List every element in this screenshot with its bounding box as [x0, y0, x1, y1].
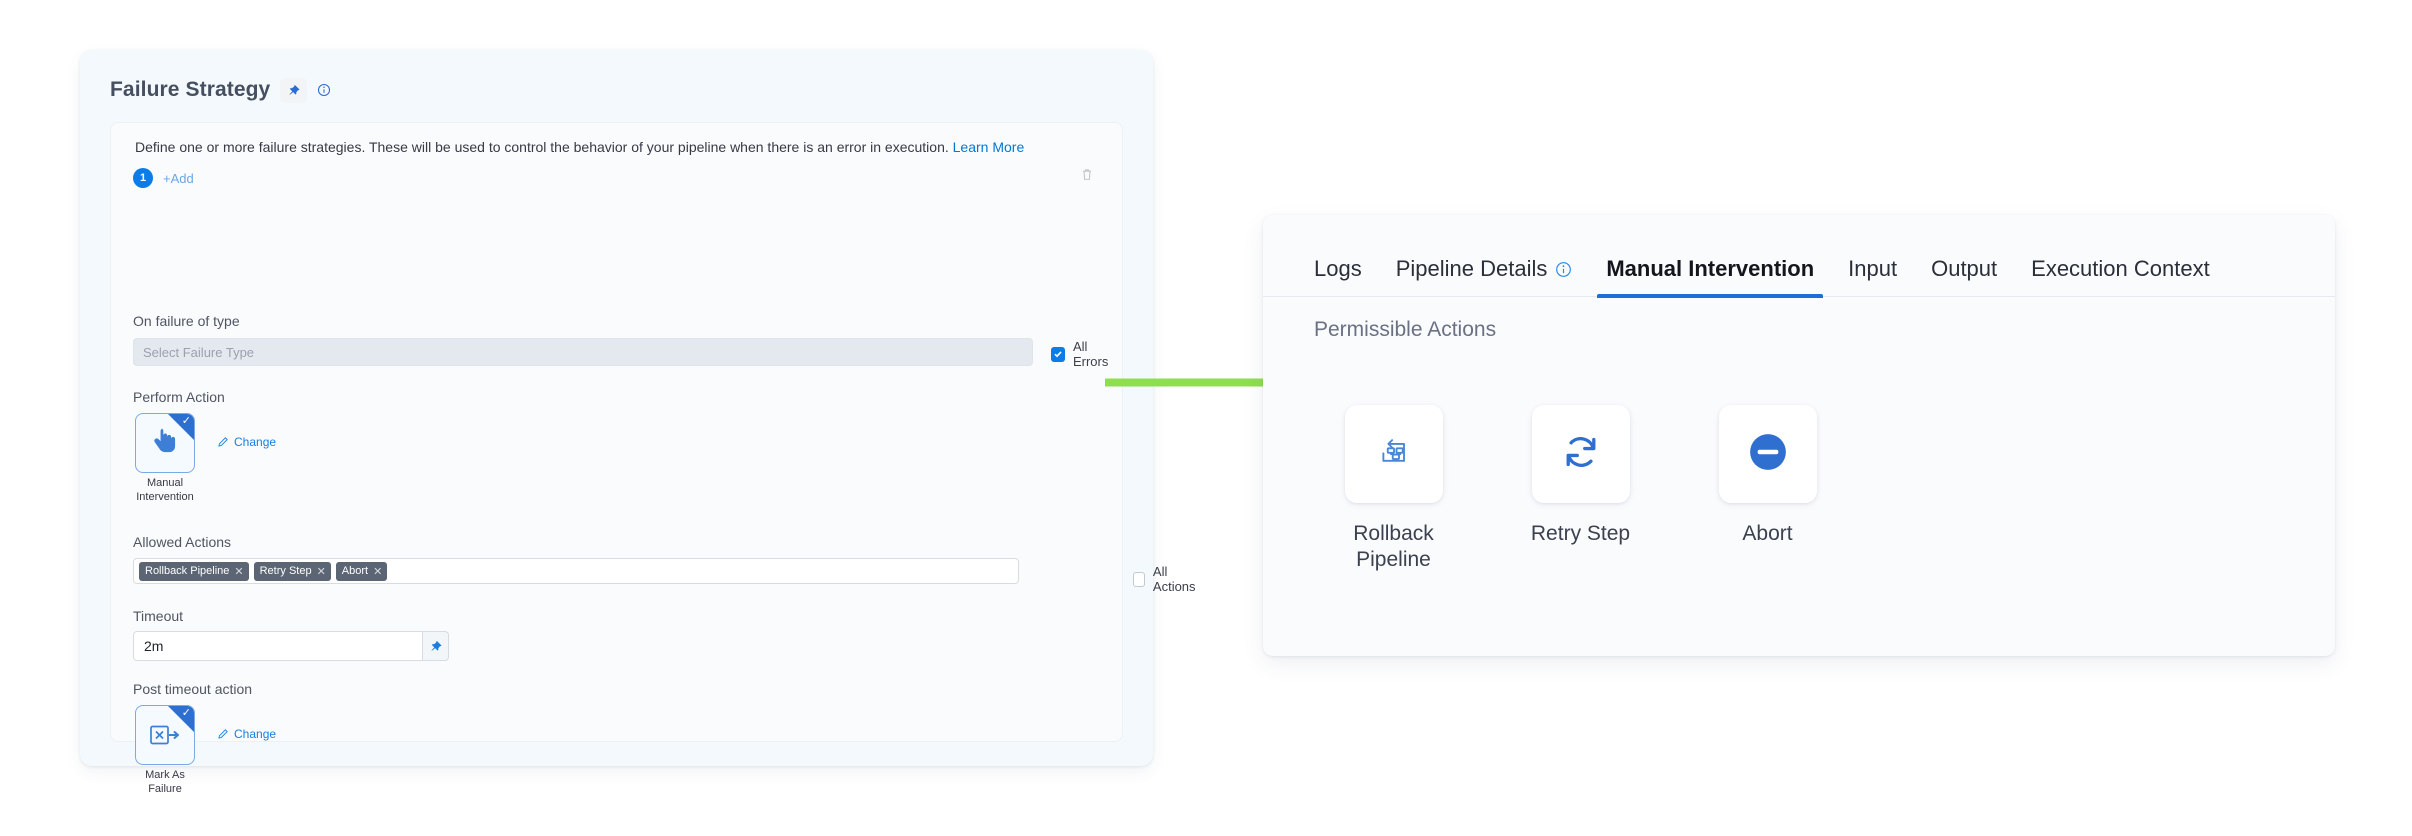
- tab-manual-intervention[interactable]: Manual Intervention: [1589, 256, 1831, 296]
- all-actions-checkbox[interactable]: [1133, 572, 1145, 587]
- timeout-label: Timeout: [133, 608, 183, 624]
- failure-strategy-header: Failure Strategy: [80, 50, 1153, 110]
- mark-as-failure-caption: Mark As Failure: [133, 769, 197, 797]
- permissible-actions-list: Rollback Pipeline Retry Step: [1300, 405, 1861, 574]
- abort-label: Abort: [1742, 521, 1792, 547]
- change-label: Change: [234, 435, 276, 449]
- permissible-action-rollback-pipeline[interactable]: Rollback Pipeline: [1300, 405, 1487, 574]
- manual-intervention-panel: Logs Pipeline Details Manual Interventio…: [1263, 215, 2335, 656]
- label-line-1: Retry Step: [1531, 521, 1630, 547]
- caption-line-2: Failure: [133, 783, 197, 797]
- trash-icon[interactable]: [1080, 167, 1094, 187]
- retry-step-tile[interactable]: [1532, 405, 1630, 503]
- pin-icon[interactable]: [280, 78, 307, 103]
- failure-type-select[interactable]: Select Failure Type: [133, 338, 1033, 366]
- allowed-actions-input[interactable]: Rollback Pipeline ✕ Retry Step ✕ Abort ✕: [133, 558, 1019, 584]
- tag-label: Retry Step: [260, 565, 312, 577]
- tab-input[interactable]: Input: [1831, 256, 1914, 296]
- all-errors-label: All Errors: [1073, 339, 1122, 369]
- permissible-actions-title: Permissible Actions: [1314, 318, 1496, 342]
- on-failure-type-label: On failure of type: [133, 313, 240, 329]
- tab-label: Logs: [1314, 256, 1362, 282]
- tab-label: Input: [1848, 256, 1897, 282]
- post-timeout-action-label: Post timeout action: [133, 681, 252, 697]
- label-line-2: Pipeline: [1353, 547, 1434, 573]
- timeout-field-group: 2m: [133, 631, 449, 661]
- remove-tag-icon[interactable]: ✕: [234, 565, 243, 578]
- allowed-actions-label: Allowed Actions: [133, 534, 231, 550]
- check-icon: ✓: [182, 708, 191, 719]
- tab-logs[interactable]: Logs: [1297, 256, 1379, 296]
- remove-tag-icon[interactable]: ✕: [373, 565, 382, 578]
- tab-label: Output: [1931, 256, 1997, 282]
- pencil-icon: [217, 728, 229, 740]
- failure-strategy-body: Define one or more failure strategies. T…: [110, 122, 1123, 742]
- change-perform-action-button[interactable]: Change: [217, 435, 276, 449]
- tag-chip[interactable]: Abort ✕: [336, 562, 388, 581]
- check-icon: ✓: [182, 416, 191, 427]
- add-strategy-button[interactable]: +Add: [163, 171, 194, 186]
- post-timeout-action-group: ✓ Mark As Failure Change: [133, 705, 276, 797]
- tag-chip[interactable]: Retry Step ✕: [254, 562, 331, 581]
- tag-label: Rollback Pipeline: [145, 565, 229, 577]
- info-icon[interactable]: [1555, 261, 1572, 278]
- tab-label: Manual Intervention: [1606, 256, 1814, 282]
- info-icon[interactable]: [317, 83, 331, 97]
- change-label: Change: [234, 727, 276, 741]
- page-title: Failure Strategy: [110, 78, 270, 102]
- mark-as-failure-tile[interactable]: ✓: [135, 705, 195, 765]
- manual-intervention-caption: Manual Intervention: [133, 477, 197, 505]
- caption-line-2: Intervention: [133, 491, 197, 505]
- rollback-pipeline-icon: [1374, 432, 1414, 477]
- tab-pipeline-details[interactable]: Pipeline Details: [1379, 256, 1590, 296]
- failure-strategy-panel: Failure Strategy Define one or more fail…: [80, 50, 1153, 766]
- timeout-pin-icon[interactable]: [423, 631, 449, 661]
- learn-more-link[interactable]: Learn More: [953, 139, 1025, 155]
- label-line-1: Abort: [1742, 521, 1792, 547]
- all-errors-checkbox-row[interactable]: All Errors: [1051, 339, 1122, 369]
- retry-step-label: Retry Step: [1531, 521, 1630, 547]
- rollback-pipeline-label: Rollback Pipeline: [1353, 521, 1434, 574]
- remove-tag-icon[interactable]: ✕: [317, 565, 326, 578]
- tag-label: Abort: [342, 565, 368, 577]
- failure-strategy-description: Define one or more failure strategies. T…: [135, 139, 1024, 155]
- permissible-action-retry-step[interactable]: Retry Step: [1487, 405, 1674, 574]
- manual-intervention-tile[interactable]: ✓: [135, 413, 195, 473]
- rollback-pipeline-tile[interactable]: [1345, 405, 1443, 503]
- change-post-timeout-action-button[interactable]: Change: [217, 727, 276, 741]
- tag-chip[interactable]: Rollback Pipeline ✕: [139, 562, 249, 581]
- abort-icon: [1746, 430, 1790, 479]
- caption-line-1: Manual: [133, 477, 197, 491]
- tab-label: Pipeline Details: [1396, 256, 1548, 282]
- strategy-index-badge: 1: [133, 168, 153, 188]
- all-errors-checkbox[interactable]: [1051, 347, 1065, 362]
- tab-execution-context[interactable]: Execution Context: [2014, 256, 2227, 296]
- caption-line-1: Mark As: [133, 769, 197, 783]
- pencil-icon: [217, 436, 229, 448]
- timeout-input[interactable]: 2m: [133, 631, 423, 661]
- tab-label: Execution Context: [2031, 256, 2210, 282]
- strategy-add-row: 1 +Add: [133, 168, 194, 188]
- all-actions-checkbox-row[interactable]: All Actions: [1133, 564, 1199, 594]
- description-text: Define one or more failure strategies. T…: [135, 139, 949, 155]
- perform-action-label: Perform Action: [133, 389, 225, 405]
- perform-action-group: ✓ Manual Intervention Change: [133, 413, 276, 505]
- tab-output[interactable]: Output: [1914, 256, 2014, 296]
- tab-bar: Logs Pipeline Details Manual Interventio…: [1263, 243, 2335, 297]
- retry-step-icon: [1558, 429, 1604, 480]
- abort-tile[interactable]: [1719, 405, 1817, 503]
- all-actions-label: All Actions: [1153, 564, 1199, 594]
- label-line-1: Rollback: [1353, 521, 1434, 547]
- permissible-action-abort[interactable]: Abort: [1674, 405, 1861, 574]
